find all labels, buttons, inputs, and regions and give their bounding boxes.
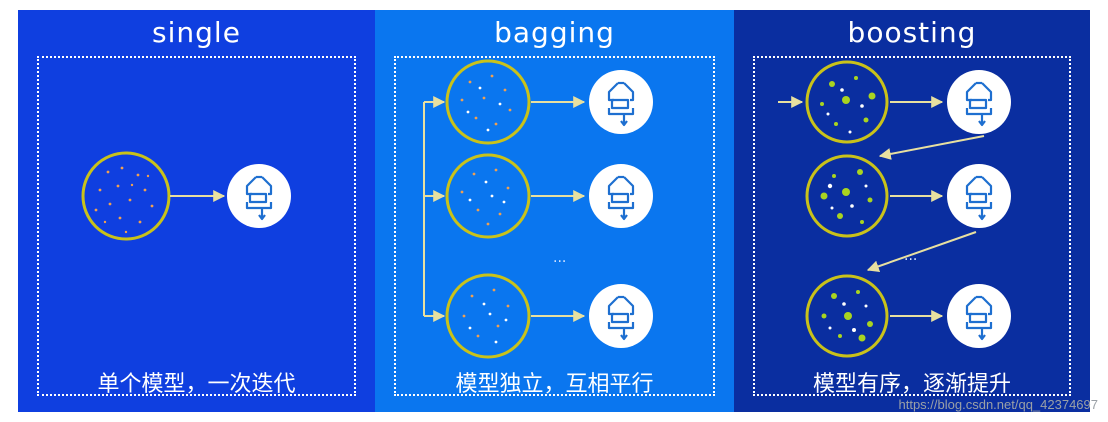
ellipsis-boosting: ...: [904, 248, 917, 264]
panel-boosting: boosting 模型有序，逐渐提升: [734, 10, 1090, 412]
sample-circle-boosting-3: [805, 274, 889, 358]
sample-circle-bagging-1: [445, 59, 531, 145]
watermark-url: https://blog.csdn.net/qq_42374697: [898, 397, 1099, 412]
caption-single: 单个模型，一次迭代: [97, 372, 296, 397]
flowchart-icon: [587, 282, 655, 350]
flowchart-icon: [225, 162, 293, 230]
arrow: [866, 231, 977, 273]
flowchart-icon: [945, 68, 1013, 136]
flowchart-icon: [587, 68, 655, 136]
panel-single: single 单个模型，一次迭代: [18, 10, 375, 412]
panel-frame-single: [37, 56, 356, 396]
panel-title-boosting: boosting: [847, 16, 977, 49]
sample-circle-single: [81, 151, 171, 241]
panel-frame-bagging: [394, 56, 715, 396]
panel-bagging: bagging 模型独立，互相平行: [375, 10, 734, 412]
sample-circle-bagging-3: [445, 273, 531, 359]
sample-circle-boosting-1: [805, 60, 889, 144]
panel-title-single: single: [152, 16, 241, 49]
flowchart-icon: [587, 162, 655, 230]
sample-circle-boosting-2: [805, 154, 889, 238]
panel-frame-boosting: [753, 56, 1071, 396]
caption-boosting: 模型有序，逐渐提升: [812, 372, 1011, 397]
arrow: [878, 135, 985, 160]
ellipsis-bagging: ...: [553, 250, 566, 266]
flowchart-icon: [945, 282, 1013, 350]
panel-title-bagging: bagging: [494, 16, 615, 49]
sample-circle-bagging-2: [445, 153, 531, 239]
flowchart-icon: [945, 162, 1013, 230]
caption-bagging: 模型独立，互相平行: [455, 372, 654, 397]
